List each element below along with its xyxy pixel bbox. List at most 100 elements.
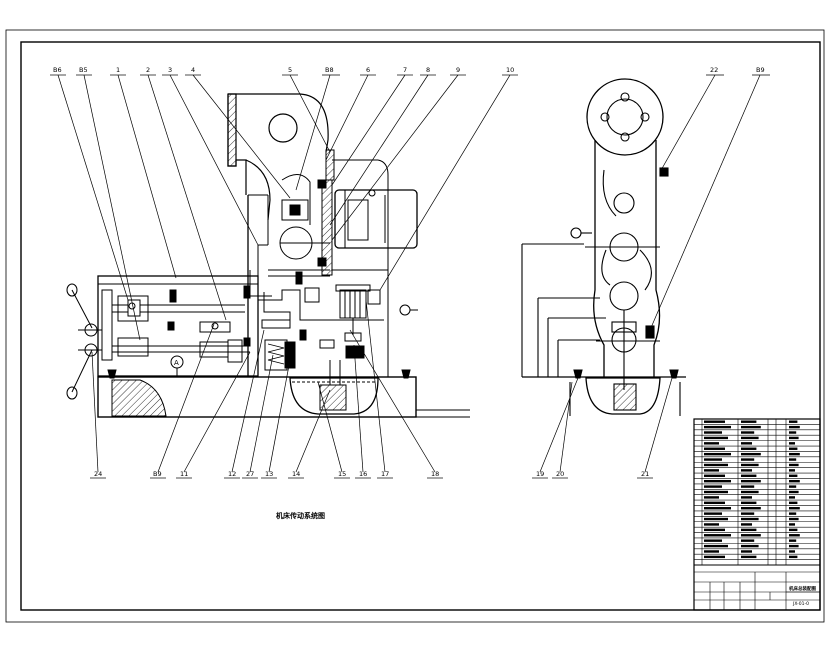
label-top-8: 6 xyxy=(366,66,370,74)
parts-list-cell-mark xyxy=(741,544,759,548)
label-bottom-4: 27 xyxy=(246,470,254,478)
drawing-caption: 机床传动系统图 xyxy=(276,511,325,520)
parts-list-cell-mark xyxy=(789,442,795,445)
label-top-10: 8 xyxy=(426,66,430,74)
parts-list-cell-mark xyxy=(741,442,752,445)
parts-list-cell-mark xyxy=(741,507,761,510)
parts-list-cell-mark xyxy=(741,501,757,505)
leader-lines xyxy=(50,74,770,479)
parts-list-cell-mark xyxy=(789,507,800,510)
parts-list-cell-mark xyxy=(741,485,755,488)
label-side-bottom-0: 19 xyxy=(536,470,544,478)
parts-list-cell-mark xyxy=(789,528,798,532)
label-bottom-7: 15 xyxy=(338,470,346,478)
parts-list-cell-mark xyxy=(741,534,761,537)
label-top-5: 4 xyxy=(191,66,195,74)
label-top-6: 5 xyxy=(288,66,292,74)
parts-list-cell-mark xyxy=(789,469,795,472)
parts-list-cell-mark xyxy=(704,544,728,548)
parts-list-cell-mark xyxy=(789,458,797,461)
parts-list-cell-mark xyxy=(789,485,797,488)
parts-list-cell-mark xyxy=(741,528,757,532)
parts-list-cell-mark xyxy=(704,420,725,423)
parts-list-cell-mark xyxy=(789,496,795,499)
label-side-bottom-1: 20 xyxy=(556,470,564,478)
parts-list-cell-mark xyxy=(789,539,797,542)
label-bottom-0: 24 xyxy=(94,470,102,478)
part-labels: B6 B5 1 2 3 4 5 B8 6 7 8 9 10 22 B9 24 B… xyxy=(53,66,765,520)
parts-list-cell-mark xyxy=(704,534,731,537)
parts-list-cell-mark xyxy=(741,479,761,483)
parts-list-cell-mark xyxy=(789,447,798,450)
parts-list-cell-mark xyxy=(704,496,719,499)
parts-list-cell-mark xyxy=(704,479,731,483)
parts-list-cell-mark xyxy=(741,420,757,423)
parts-list-cell-mark xyxy=(789,523,795,526)
parts-list-cell-mark xyxy=(789,474,798,477)
drawing-number: JX-01-0 xyxy=(792,601,809,607)
parts-list-cell-mark xyxy=(741,447,757,450)
parts-list-cell-mark xyxy=(704,501,725,505)
parts-list-cell-mark xyxy=(741,512,755,515)
parts-list-cell-mark xyxy=(741,463,759,467)
parts-list-cell-mark xyxy=(789,479,800,483)
parts-list-cell-mark xyxy=(789,420,798,423)
parts-list-cell-mark xyxy=(789,425,800,429)
outer-border xyxy=(5,29,825,623)
parts-list-cell-mark xyxy=(704,474,725,477)
pump-group xyxy=(299,284,384,359)
label-bottom-6: 14 xyxy=(292,470,300,478)
parts-list-cell-mark xyxy=(741,431,755,434)
parts-list-cell-mark xyxy=(789,463,799,467)
parts-list-cell-mark xyxy=(789,490,799,494)
handwheel xyxy=(66,283,102,400)
parts-list-cell-mark xyxy=(741,555,757,559)
label-top-12: 10 xyxy=(506,66,514,74)
parts-list-cell-mark xyxy=(704,442,719,445)
parts-list-cell-mark xyxy=(741,452,761,456)
upper-head xyxy=(227,93,329,221)
title-block-name: 机床总装配图 xyxy=(789,585,816,592)
label-bottom-1: B9 xyxy=(153,470,162,478)
front-view: A xyxy=(66,93,470,418)
label-top-3: 2 xyxy=(146,66,150,74)
parts-list-cell-mark xyxy=(704,431,722,434)
parts-list-cell-mark xyxy=(704,512,722,515)
parts-list-cell-mark xyxy=(704,528,725,532)
parts-list-cell-mark xyxy=(704,555,725,559)
parts-list-cell-mark xyxy=(789,544,799,548)
parts-list-cell-mark xyxy=(704,523,719,526)
label-top-7: B8 xyxy=(325,66,334,74)
parts-list-cell-mark xyxy=(741,474,757,477)
parts-list-cell-mark xyxy=(704,517,728,521)
side-top-wheel xyxy=(586,78,664,156)
label-bottom-8: 16 xyxy=(359,470,367,478)
parts-list-cell-mark xyxy=(789,555,798,559)
side-view xyxy=(521,78,686,416)
parts-list-cell-mark xyxy=(741,425,761,429)
parts-list-cell-mark xyxy=(789,452,800,456)
label-bottom-9: 17 xyxy=(381,470,389,478)
parts-list-cell-mark xyxy=(704,425,731,429)
parts-list-cell-mark xyxy=(741,523,752,526)
label-top-1: B5 xyxy=(79,66,88,74)
parts-list-cell-mark xyxy=(741,436,759,440)
parts-list-cell-mark xyxy=(789,534,800,537)
parts-list-cell-mark xyxy=(704,490,728,494)
machine-base xyxy=(97,376,417,418)
parts-list-cell-mark xyxy=(704,485,722,488)
parts-list-cell-mark xyxy=(704,469,719,472)
parts-list-cell-mark xyxy=(741,550,752,553)
parts-list-cell-mark xyxy=(789,436,799,440)
parts-list-cell-mark xyxy=(789,431,797,434)
parts-list-cell-mark xyxy=(789,517,799,521)
spring-valve xyxy=(261,319,296,371)
motor xyxy=(334,189,418,249)
label-top-9: 7 xyxy=(403,66,407,74)
label-top-4: 3 xyxy=(168,66,172,74)
parts-list-cell-mark xyxy=(741,517,759,521)
label-top-11: 9 xyxy=(456,66,460,74)
parts-list-cell-mark xyxy=(741,539,755,542)
label-top-2: 1 xyxy=(116,66,120,74)
label-bottom-3: 12 xyxy=(228,470,236,478)
